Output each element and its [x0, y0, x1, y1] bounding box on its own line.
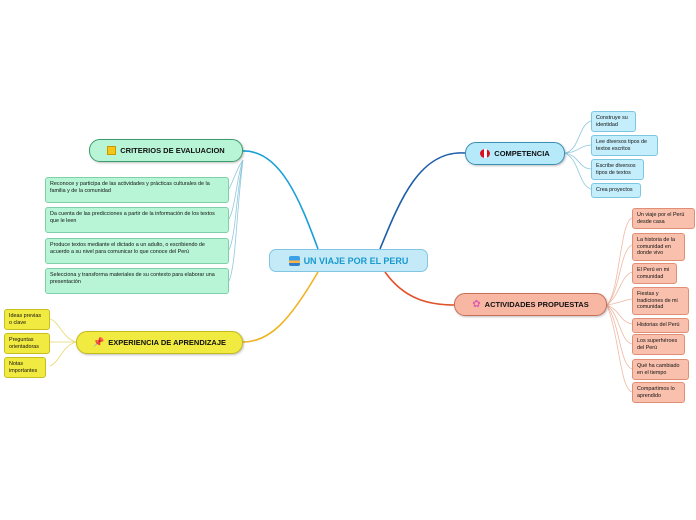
actividad-item[interactable]: Compartimos lo aprendido	[632, 382, 685, 404]
criterio-item[interactable]: Da cuenta de las predicciones a partir d…	[45, 207, 229, 233]
link-criterios-sub	[228, 159, 244, 282]
link-actividades	[384, 271, 456, 306]
competencia-item[interactable]: Crea proyectos	[591, 183, 641, 198]
criterio-item[interactable]: Selecciona y transforma materiales de su…	[45, 268, 229, 294]
link-competencia	[379, 152, 466, 250]
actividad-item[interactable]: Los superhéroes del Perú	[632, 334, 685, 356]
sunrise-icon	[288, 255, 300, 266]
actividad-item[interactable]: Un viaje por el Perú desde casa	[632, 208, 695, 230]
branch-experiencia-label: EXPERIENCIA DE APRENDIZAJE	[108, 338, 227, 347]
link-experiencia-sub	[49, 318, 77, 367]
peru-flag-icon	[480, 149, 491, 158]
link-criterios	[242, 150, 319, 250]
branch-actividades[interactable]: ✿ ACTIVIDADES PROPUESTAS	[454, 293, 607, 316]
branch-competencia[interactable]: COMPETENCIA	[465, 142, 565, 165]
branch-experiencia[interactable]: 📌 EXPERIENCIA DE APRENDIZAJE	[76, 331, 243, 354]
actividad-item[interactable]: El Perú en mi comunidad	[632, 263, 677, 285]
branch-criterios[interactable]: CRITERIOS DE EVALUACION	[89, 139, 243, 162]
link-competencia-sub	[564, 120, 592, 190]
actividad-item[interactable]: Historias del Perú	[632, 318, 689, 333]
actividad-item[interactable]: Fiestas y tradiciones de mi comunidad	[632, 287, 689, 315]
pushpin-icon: 📌	[92, 337, 105, 347]
actividad-item[interactable]: La historia de la comunidad en donde viv…	[632, 233, 685, 261]
branch-criterios-label: CRITERIOS DE EVALUACION	[120, 146, 225, 155]
branch-actividades-label: ACTIVIDADES PROPUESTAS	[484, 300, 589, 309]
central-title: UN VIAJE POR EL PERU	[303, 255, 409, 266]
competencia-item[interactable]: Lee diversos tipos de textos escritos	[591, 135, 658, 157]
branch-competencia-label: COMPETENCIA	[494, 149, 550, 158]
actividad-item[interactable]: Qué ha cambiado en el tiempo	[632, 359, 689, 381]
link-actividades-sub	[606, 217, 633, 393]
criterio-item[interactable]: Reconoce y participa de las actividades …	[45, 177, 229, 203]
experiencia-item[interactable]: Ideas previas o clave	[4, 309, 50, 331]
experiencia-item[interactable]: Notas importantes	[4, 357, 46, 379]
criterio-item[interactable]: Produce textos mediante el dictado a un …	[45, 238, 229, 264]
competencia-item[interactable]: Construye su identidad	[591, 111, 636, 133]
flower-icon: ✿	[472, 298, 481, 310]
experiencia-item[interactable]: Preguntas orientadoras	[4, 333, 50, 355]
link-experiencia	[242, 271, 319, 343]
competencia-item[interactable]: Escribe diversos tipos de textos	[591, 159, 644, 181]
central-topic[interactable]: UN VIAJE POR EL PERU	[269, 249, 428, 272]
note-icon	[107, 146, 117, 155]
